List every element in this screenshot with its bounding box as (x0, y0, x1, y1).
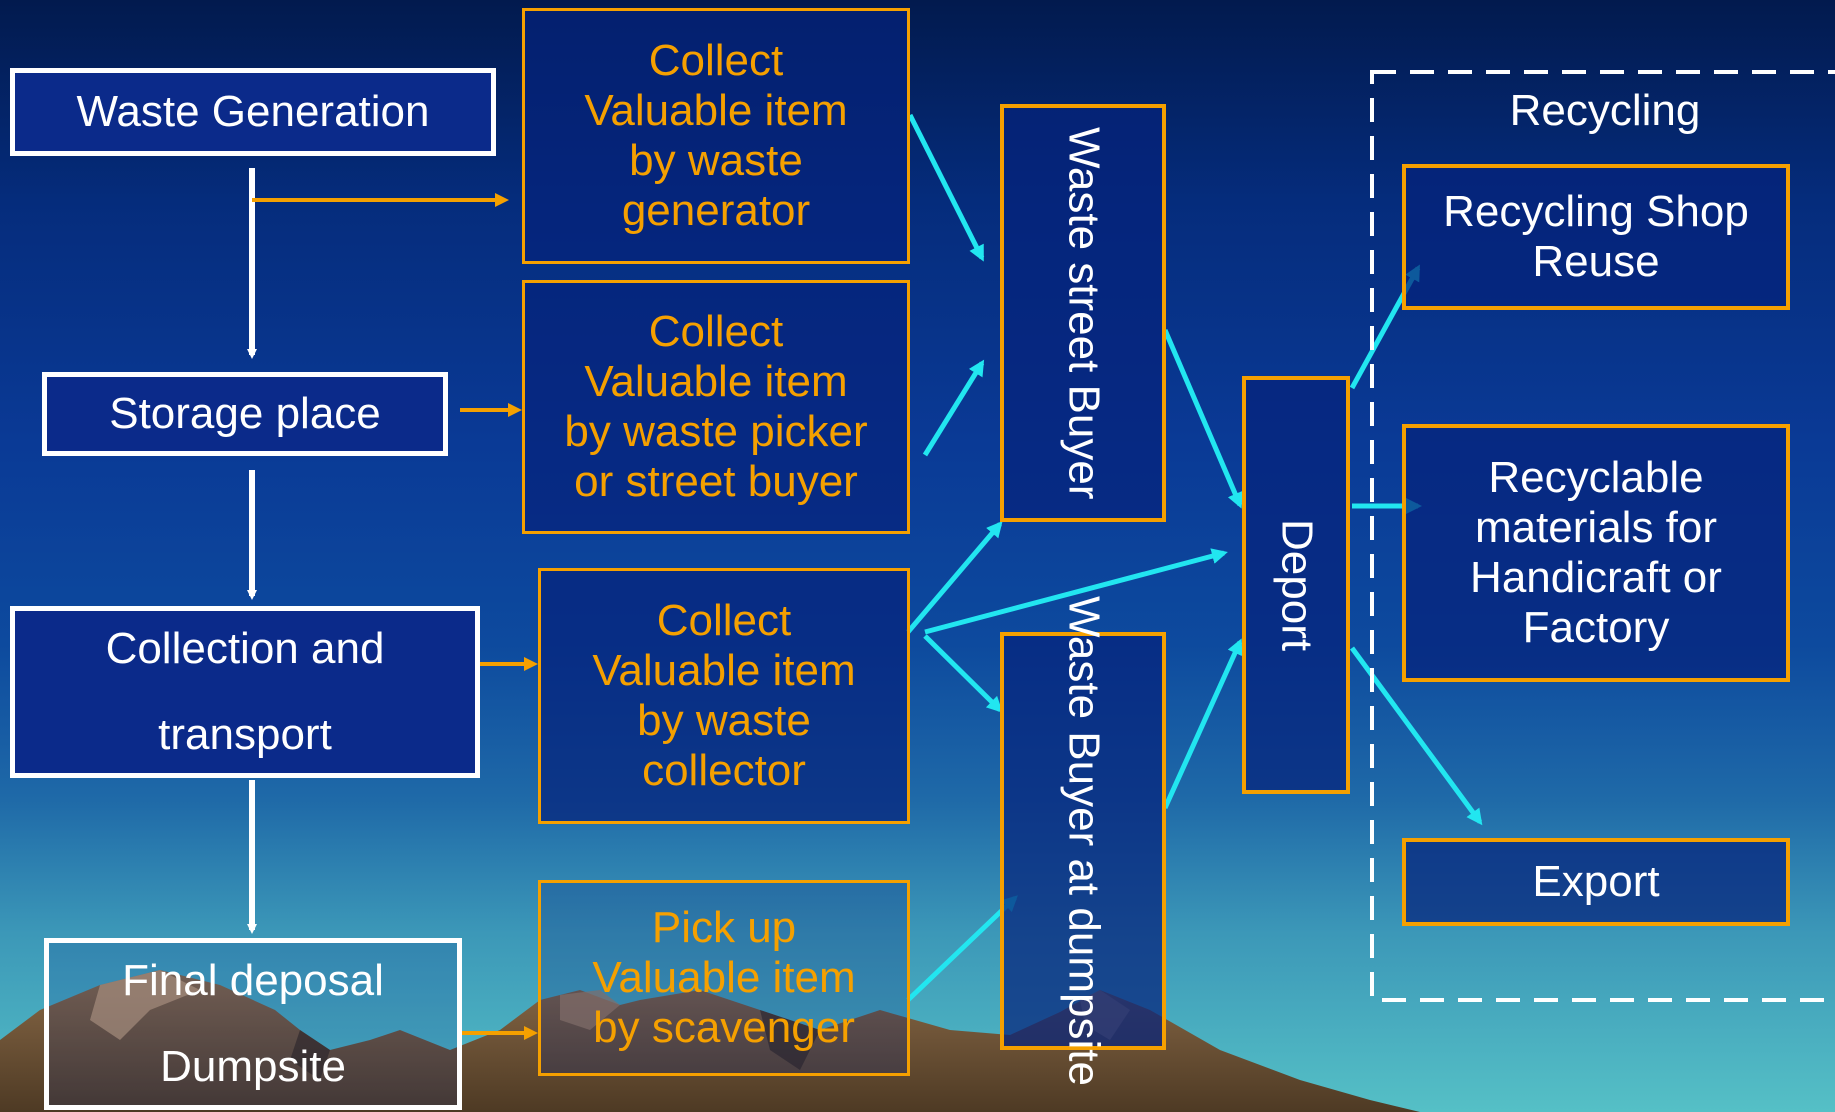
recycling-shop-box: Recycling Shop Reuse (1402, 164, 1790, 310)
collection-line1: Collection and (105, 624, 385, 674)
waste-generation-box: Waste Generation (10, 68, 496, 156)
final-deposal-box: Final deposal Dumpsite (44, 938, 462, 1110)
collection-line2: transport (158, 710, 332, 759)
export-box: Export (1402, 838, 1790, 926)
collect-by-picker-box: Collect Valuable item by waste picker or… (522, 280, 910, 534)
arrow-dumpsite-buyer-to-depot (1162, 638, 1243, 810)
arrow-picker-to-street-buyer (922, 359, 985, 457)
export-label: Export (1532, 856, 1660, 906)
arrow-collector-to-dumpsite-buyer (923, 634, 1003, 713)
collect-by-generator-label: Collect Valuable item by waste generator (584, 35, 848, 236)
arrow-collector-to-depot (924, 548, 1228, 635)
collect-by-collector-box: Collect Valuable item by waste collector (538, 568, 910, 824)
pickup-by-scavenger-label: Pick up Valuable item by scavenger (592, 902, 856, 1053)
waste-street-buyer-box: Waste street Buyer (1000, 104, 1166, 522)
arrow-generator-to-street-buyer (907, 113, 985, 262)
waste-dumpsite-buyer-label: Waste Buyer at dumpsite (1059, 596, 1109, 1086)
handicraft-box: Recyclable materials for Handicraft or F… (1402, 424, 1790, 682)
waste-dumpsite-buyer-box: Waste Buyer at dumpsite (1000, 596, 1166, 1086)
waste-street-buyer-label: Waste street Buyer (1059, 126, 1109, 500)
final-line2: Dumpsite (160, 1042, 346, 1091)
recycling-frame (1370, 70, 1835, 1002)
collect-by-generator-box: Collect Valuable item by waste generator (522, 8, 910, 264)
waste-generation-label: Waste Generation (76, 86, 430, 136)
storage-place-label: Storage place (109, 388, 381, 438)
collect-by-collector-label: Collect Valuable item by waste collector (592, 595, 856, 796)
collect-by-picker-label: Collect Valuable item by waste picker or… (564, 306, 868, 507)
arrow-collector-to-street-buyer (906, 520, 1003, 634)
storage-place-box: Storage place (42, 372, 448, 456)
recycling-title: Recycling (1509, 86, 1701, 135)
depot-box: Deport (1242, 376, 1350, 794)
collection-transport-box: Collection and transport (10, 606, 480, 778)
depot-label: Deport (1272, 518, 1322, 652)
handicraft-label: Recyclable materials for Handicraft or F… (1470, 452, 1722, 653)
arrow-street-buyer-to-depot (1162, 329, 1243, 509)
final-line1: Final deposal (122, 956, 384, 1006)
pickup-by-scavenger-box: Pick up Valuable item by scavenger (538, 880, 910, 1076)
recycling-shop-label: Recycling Shop Reuse (1443, 186, 1749, 286)
arrow-scavenger-to-dumpsite-buyer (906, 895, 1018, 1002)
